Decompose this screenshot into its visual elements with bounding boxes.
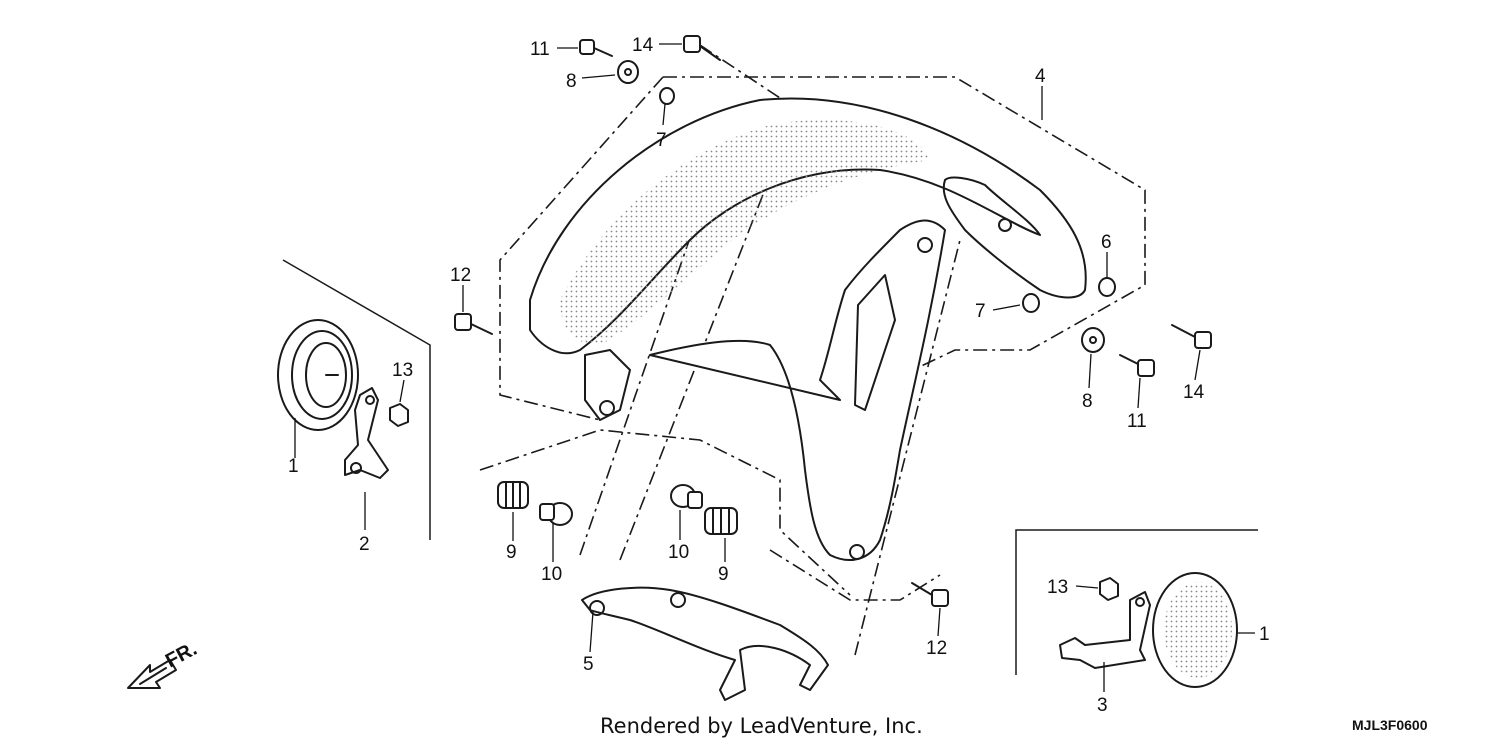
rendered-by-credit: Rendered by LeadVenture, Inc. [600,714,923,738]
callout-14-top: 14 [632,35,654,56]
callout-12-top: 12 [450,265,471,286]
diagram-code: MJL3F0600 [1352,717,1428,733]
callout-7-right: 7 [975,301,986,322]
callout-14-right: 14 [1183,382,1205,403]
callout-8-top: 8 [566,71,577,92]
callout-10-left: 10 [541,564,562,585]
callout-11-top: 11 [530,39,550,60]
fender-brace [581,586,829,701]
callout-8-right: 8 [1082,391,1093,412]
callout-6: 6 [1101,232,1112,253]
callout-10-right: 10 [668,542,689,563]
hardware-parts [454,35,1212,607]
left-reflector-group [277,259,431,540]
callout-7-top: 7 [656,130,667,151]
leader-lines [294,43,1255,692]
callout-labels: 11 8 14 7 4 6 7 12 8 11 14 13 1 2 9 10 1… [288,35,1270,716]
callout-2: 2 [359,534,370,555]
callout-11-right: 11 [1127,411,1147,432]
callout-5: 5 [583,654,594,675]
callout-9-right: 9 [718,564,729,585]
right-reflector-group [1015,529,1258,688]
front-arrow-icon [127,659,177,689]
callout-4: 4 [1035,66,1046,87]
callout-3: 3 [1097,695,1108,716]
callout-9-left: 9 [506,542,517,563]
callout-12-bottom: 12 [926,638,947,659]
callout-13-right: 13 [1047,577,1068,598]
front-fender [529,97,1087,561]
callout-13-left: 13 [392,360,413,381]
callout-1-left: 1 [288,456,299,477]
front-direction-indicator: FR. [127,638,201,689]
callout-1-right: 1 [1259,624,1270,645]
